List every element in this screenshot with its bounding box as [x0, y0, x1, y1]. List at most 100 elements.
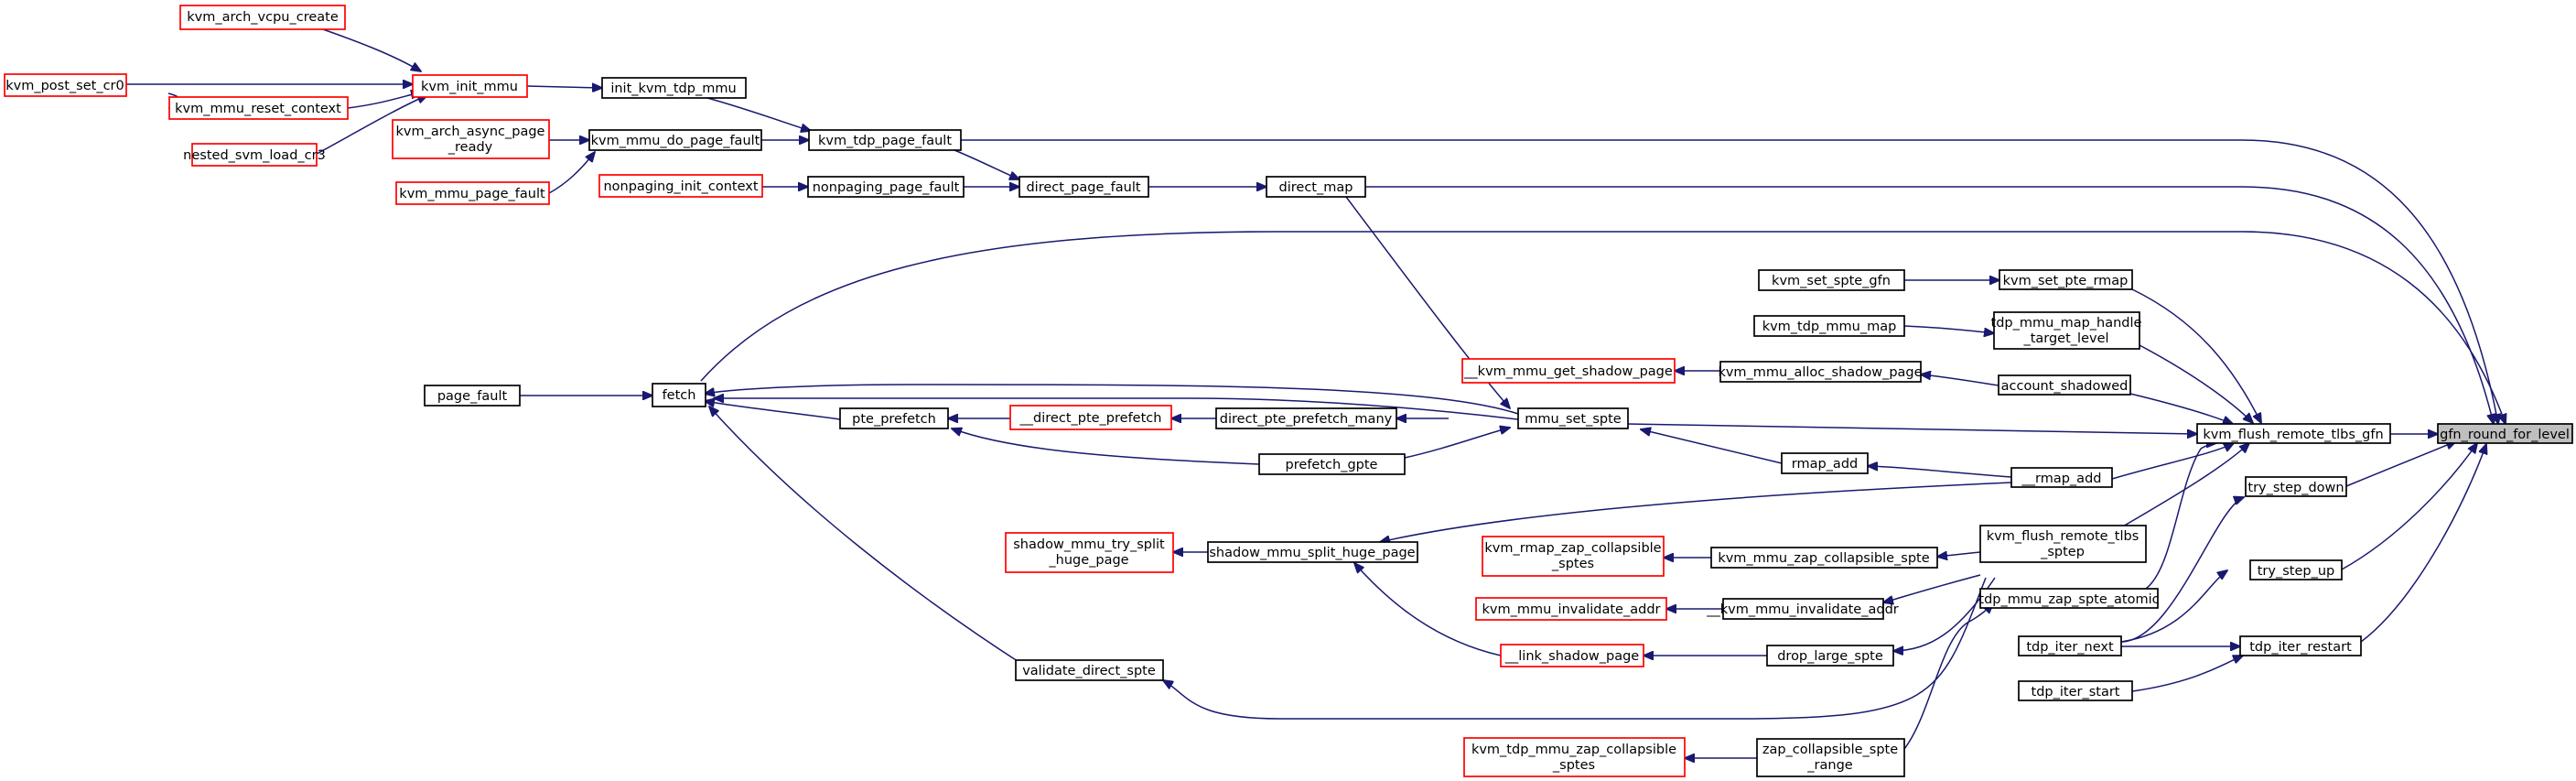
node-label: __kvm_mmu_invalidate_addr	[1706, 602, 1899, 617]
edge	[706, 97, 811, 131]
node-tdp-mmu-zap-spte-atomic[interactable]: tdp_mmu_zap_spte_atomic	[1978, 588, 2160, 609]
node-try-step-down[interactable]: try_step_down	[2245, 476, 2347, 497]
node-kvm-mmu-reset-context[interactable]: kvm_mmu_reset_context	[168, 96, 349, 120]
node-label: tdp_iter_restart	[2249, 640, 2352, 655]
node-tdp-iter-next[interactable]: tdp_iter_next	[2018, 635, 2122, 656]
node-nonpaging-page-fault[interactable]: nonpaging_page_fault	[807, 176, 965, 198]
node-kvm-arch-async-page-ready[interactable]: kvm_arch_async_page _ready	[392, 119, 550, 159]
node-direct-page-fault[interactable]: direct_page_fault	[1019, 176, 1149, 198]
node-label: fetch	[663, 388, 696, 403]
node-kvm-tdp-mmu-zap-collapsible-sptes[interactable]: kvm_tdp_mmu_zap_collapsible _sptes	[1463, 737, 1686, 777]
node-tdp-iter-restart[interactable]: tdp_iter_restart	[2239, 635, 2362, 656]
node-nested-svm-load-cr3[interactable]: nested_svm_load_cr3	[183, 143, 326, 167]
node-rmap-add-dunder[interactable]: __rmap_add	[2010, 467, 2113, 488]
node-label: pte_prefetch	[852, 412, 936, 427]
node-shadow-mmu-try-split-huge-page[interactable]: shadow_mmu_try_split _huge_page	[1005, 532, 1174, 573]
node-label: gfn_round_for_level	[2440, 428, 2570, 442]
node-kvm-tdp-mmu-map[interactable]: kvm_tdp_mmu_map	[1753, 315, 1905, 337]
edge	[319, 27, 421, 71]
node-label: kvm_mmu_page_fault	[399, 187, 545, 201]
node-gfn-round-for-level[interactable]: gfn_round_for_level	[2437, 423, 2573, 444]
edge	[2131, 288, 2261, 423]
node-label: rmap_add	[1792, 457, 1858, 472]
node-label: __kvm_mmu_get_shadow_page	[1463, 364, 1673, 379]
node-label: kvm_arch_vcpu_create	[187, 10, 339, 25]
node-direct-pte-prefetch[interactable]: __direct_pte_prefetch	[1009, 405, 1172, 430]
edge	[1883, 574, 1981, 602]
edge	[1921, 374, 1999, 386]
node-label-line-2: _sptes	[1552, 758, 1595, 773]
node-label: init_kvm_tdp_mmu	[610, 81, 736, 96]
node-mmu-set-spte[interactable]: mmu_set_spte	[1517, 407, 1629, 429]
node-kvm-set-pte-rmap[interactable]: kvm_set_pte_rmap	[1999, 269, 2133, 290]
node-kvm-mmu-invalidate-addr-dunder[interactable]: __kvm_mmu_invalidate_addr	[1706, 598, 1899, 620]
node-shadow-mmu-split-huge-page[interactable]: shadow_mmu_split_huge_page	[1207, 541, 1418, 563]
node-kvm-post-set-cr0[interactable]: kvm_post_set_cr0	[4, 73, 127, 97]
node-kvm-flush-remote-tlbs-gfn[interactable]: kvm_flush_remote_tlbs_gfn	[2196, 423, 2391, 444]
node-link-shadow-page[interactable]: __link_shadow_page	[1500, 644, 1644, 667]
node-label: validate_direct_spte	[1022, 664, 1156, 678]
node-label: mmu_set_spte	[1525, 412, 1622, 427]
node-try-step-up[interactable]: try_step_up	[2249, 559, 2343, 580]
edge	[2139, 344, 2253, 423]
node-direct-map[interactable]: direct_map	[1266, 176, 1366, 198]
node-label: direct_page_fault	[1026, 180, 1140, 195]
node-pte-prefetch[interactable]: pte_prefetch	[839, 407, 949, 429]
node-label: kvm_post_set_cr0	[5, 79, 124, 93]
node-label: __link_shadow_page	[1504, 649, 1640, 664]
node-kvm-flush-remote-tlbs-sptep[interactable]: kvm_flush_remote_tlbs _sptep	[1979, 525, 2147, 563]
edge	[1572, 422, 2197, 434]
node-kvm-arch-vcpu-create[interactable]: kvm_arch_vcpu_create	[179, 5, 346, 30]
node-label: kvm_set_pte_rmap	[2003, 274, 2129, 288]
node-label-line-2: _sptes	[1551, 557, 1594, 571]
node-rmap-add[interactable]: rmap_add	[1781, 452, 1869, 474]
edge	[952, 428, 1260, 465]
node-direct-pte-prefetch-many[interactable]: direct_pte_prefetch_many	[1215, 407, 1397, 429]
edge	[2120, 570, 2227, 643]
edge	[1903, 603, 1993, 750]
edge	[2360, 444, 2486, 643]
node-kvm-init-mmu[interactable]: kvm_init_mmu	[412, 74, 528, 98]
node-init-kvm-tdp-mmu[interactable]: init_kvm_tdp_mmu	[601, 77, 747, 99]
edge	[1365, 186, 2494, 424]
node-tdp-iter-start[interactable]: tdp_iter_start	[2018, 680, 2133, 701]
node-label-line-1: zap_collapsible_spte	[1762, 743, 1898, 757]
edge	[1380, 482, 2012, 542]
edge	[709, 407, 1024, 666]
node-kvm-mmu-alloc-shadow-page[interactable]: kvm_mmu_alloc_shadow_page	[1718, 361, 1923, 383]
node-kvm-mmu-get-shadow-page[interactable]: __kvm_mmu_get_shadow_page	[1461, 358, 1676, 384]
node-kvm-mmu-do-page-fault[interactable]: kvm_mmu_do_page_fault	[588, 129, 762, 151]
node-zap-collapsible-spte-range[interactable]: zap_collapsible_spte _range	[1756, 738, 1905, 777]
node-tdp-mmu-map-handle-target-level[interactable]: tdp_mmu_map_handle _target_level	[1991, 311, 2142, 350]
edge	[1868, 466, 2012, 478]
node-kvm-set-spte-gfn[interactable]: kvm_set_spte_gfn	[1758, 269, 1905, 291]
node-label-line-2: _sptep	[2040, 545, 2085, 559]
edge	[1903, 325, 1994, 333]
node-account-shadowed[interactable]: account_shadowed	[1998, 374, 2131, 396]
node-drop-large-spte[interactable]: drop_large_spte	[1766, 645, 1894, 667]
node-page-fault[interactable]: page_fault	[424, 385, 521, 407]
node-label: account_shadowed	[2001, 379, 2129, 394]
edge	[2131, 656, 2243, 692]
node-kvm-rmap-zap-collapsible-sptes[interactable]: kvm_rmap_zap_collapsible _sptes	[1482, 536, 1665, 577]
node-label: kvm_mmu_zap_collapsible_spte	[1718, 551, 1929, 566]
edge	[2345, 441, 2456, 487]
node-validate-direct-spte[interactable]: validate_direct_spte	[1015, 659, 1164, 681]
node-prefetch-gpte[interactable]: prefetch_gpte	[1258, 453, 1406, 475]
node-kvm-tdp-page-fault[interactable]: kvm_tdp_page_fault	[808, 129, 962, 151]
node-label: drop_large_spte	[1777, 649, 1883, 664]
edge	[700, 231, 2506, 424]
node-nonpaging-init-context[interactable]: nonpaging_init_context	[598, 174, 763, 198]
edge	[1641, 429, 1783, 464]
node-label: tdp_mmu_zap_spte_atomic	[1978, 592, 2159, 607]
node-label: nonpaging_init_context	[603, 179, 758, 194]
edge	[961, 139, 2498, 424]
node-kvm-mmu-invalidate-addr[interactable]: kvm_mmu_invalidate_addr	[1475, 597, 1667, 621]
edge	[1345, 196, 1510, 408]
node-kvm-mmu-page-fault[interactable]: kvm_mmu_page_fault	[395, 181, 550, 205]
edge	[316, 95, 427, 155]
node-label: kvm_mmu_alloc_shadow_page	[1718, 365, 1922, 380]
node-label-line-1: kvm_arch_async_page	[396, 125, 545, 139]
node-fetch[interactable]: fetch	[652, 383, 706, 407]
node-kvm-mmu-zap-collapsible-spte[interactable]: kvm_mmu_zap_collapsible_spte	[1710, 547, 1938, 569]
